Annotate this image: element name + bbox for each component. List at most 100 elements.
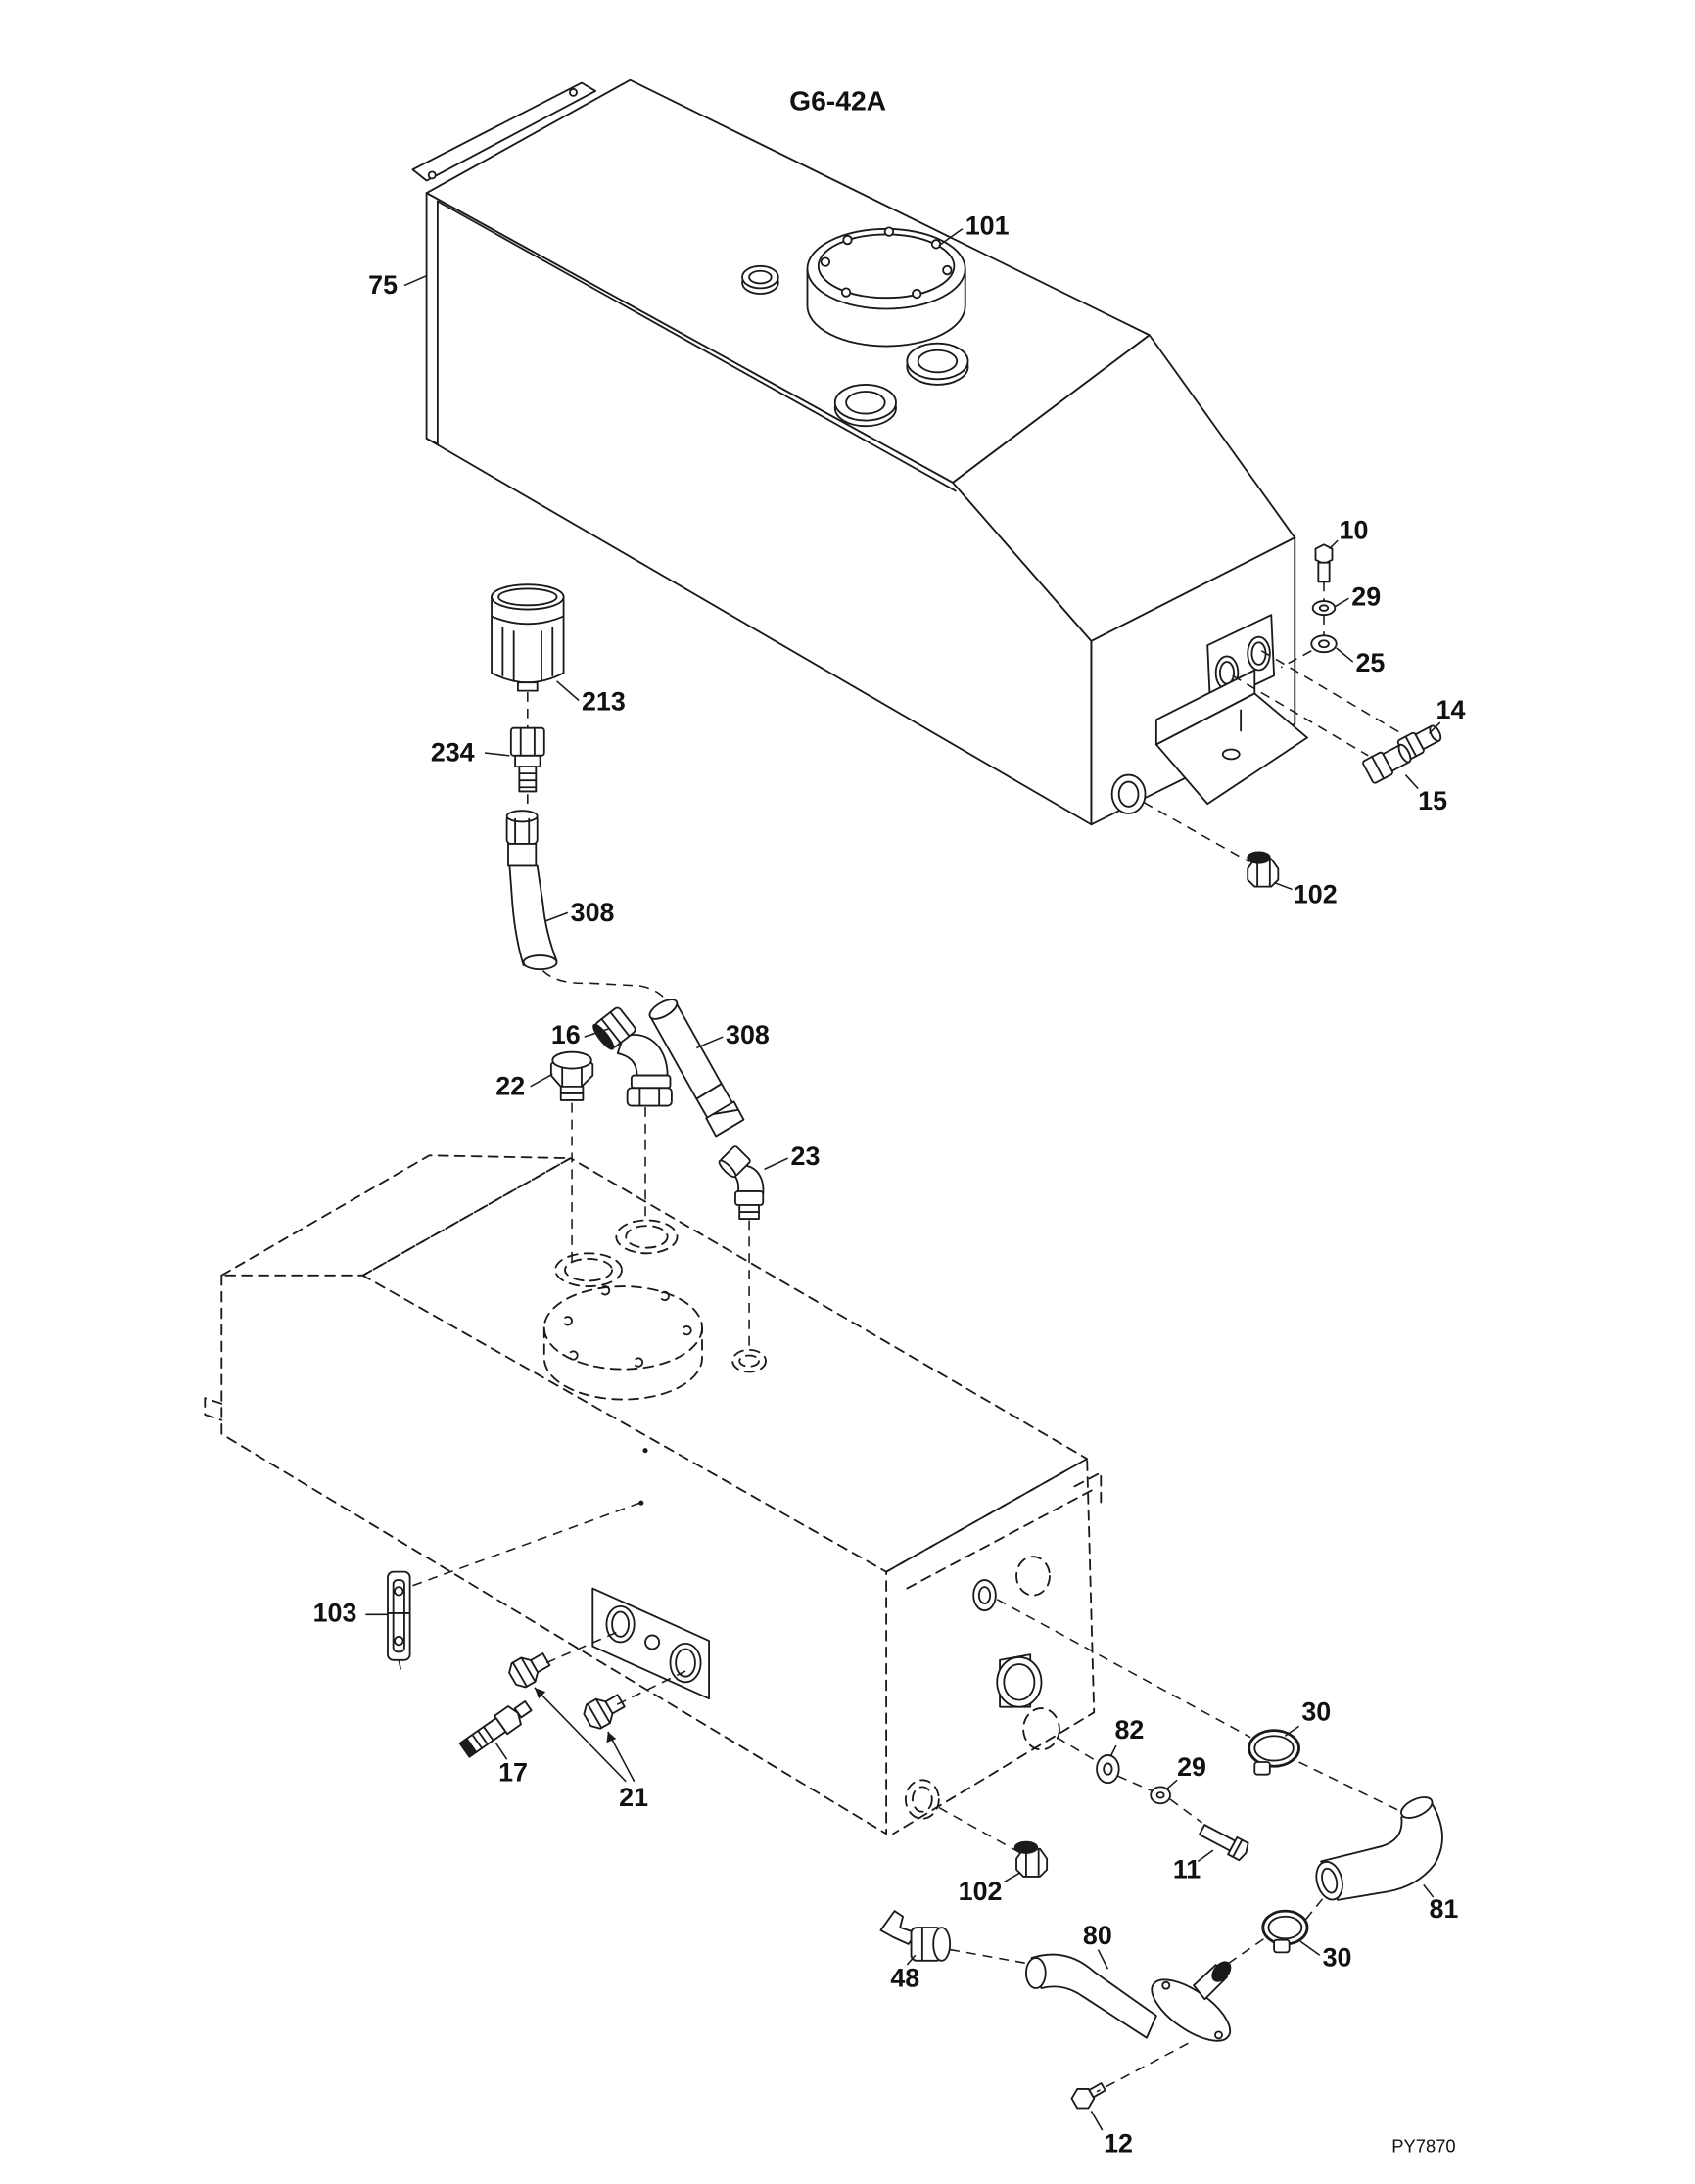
washer-29-lower	[1150, 1786, 1171, 1805]
fitting-dashed-guides	[571, 1102, 750, 1352]
lower-top-ports	[554, 1219, 767, 1373]
callout-label: 29	[1351, 581, 1381, 611]
tube-80	[1025, 1953, 1232, 2042]
callout-308-upper: 308	[544, 898, 615, 927]
upper-mounting-bracket	[1154, 669, 1308, 806]
lower-dashed-guides	[398, 1599, 1402, 2093]
filler-cap	[806, 226, 966, 348]
callout-17: 17	[494, 1742, 528, 1788]
callout-label: 80	[1083, 1921, 1112, 1950]
elbow-16	[592, 1006, 673, 1107]
lower-tank-marks	[412, 1448, 648, 1587]
washer-82	[1096, 1754, 1120, 1785]
callout-label: 11	[1173, 1854, 1201, 1883]
upper-port-small	[741, 264, 779, 295]
callout-213: 213	[556, 680, 626, 716]
callout-101: 101	[938, 210, 1010, 247]
callout-22: 22	[495, 1071, 553, 1100]
plug-102-upper	[1247, 851, 1280, 888]
callout-label: 23	[791, 1141, 821, 1171]
lower-filler-cap	[542, 1285, 703, 1401]
callout-82: 82	[1109, 1715, 1144, 1757]
drawing-number: PY7870	[1391, 2136, 1455, 2157]
elbow-23	[718, 1145, 765, 1220]
callout-label: 17	[498, 1758, 528, 1788]
upper-port-large-a	[906, 342, 969, 386]
fitting-21-upper	[508, 1652, 551, 1689]
callout-label: 102	[1294, 880, 1338, 909]
callout-103: 103	[313, 1598, 388, 1627]
callout-label: 75	[368, 270, 398, 300]
end-face-ports	[904, 1556, 1060, 1820]
fitting-234	[509, 726, 545, 793]
callout-29-lower: 29	[1165, 1752, 1206, 1790]
lower-tank	[204, 1154, 1103, 1835]
callout-21: 21	[534, 1687, 648, 1812]
hose-308-upper	[505, 810, 558, 971]
clamp-30-lower	[1261, 1909, 1309, 1954]
clamp-30-upper	[1248, 1729, 1300, 1776]
plug-22	[549, 1050, 594, 1101]
callout-81: 81	[1423, 1883, 1458, 1924]
hose-308-lower	[648, 999, 745, 1138]
upper-drain-port	[1110, 773, 1147, 814]
callout-label: 15	[1418, 786, 1447, 815]
drain-valve-48	[879, 1910, 952, 1962]
callout-label: 234	[431, 738, 475, 767]
callout-label: 102	[959, 1877, 1003, 1906]
callout-label: 82	[1114, 1715, 1144, 1744]
callout-label: 213	[582, 686, 626, 716]
callout-29-upper: 29	[1334, 581, 1381, 611]
callout-label: 30	[1323, 1943, 1352, 1973]
callout-label: 48	[890, 1964, 919, 1993]
callout-234: 234	[431, 738, 510, 767]
callout-label: 30	[1301, 1697, 1331, 1727]
callout-16: 16	[551, 1020, 610, 1049]
bracket-103	[387, 1570, 411, 1661]
callout-label: 14	[1436, 695, 1466, 724]
callout-25: 25	[1336, 647, 1386, 677]
callout-75: 75	[368, 270, 427, 300]
callout-48: 48	[890, 1954, 919, 1993]
callout-label: 16	[551, 1020, 581, 1049]
callout-102-lower: 102	[959, 1872, 1021, 1906]
hose-81	[1315, 1796, 1443, 1901]
callout-30-lower: 30	[1299, 1940, 1352, 1973]
callout-label: 29	[1177, 1752, 1206, 1782]
callout-label: 308	[726, 1020, 770, 1049]
callout-80: 80	[1083, 1921, 1112, 1970]
callout-label: 25	[1356, 648, 1386, 677]
bolt-12	[1070, 2082, 1106, 2110]
callout-30-upper: 30	[1284, 1697, 1331, 1737]
diagram-title: G6-42A	[789, 85, 886, 116]
plug-102-lower	[1013, 1840, 1049, 1878]
callout-label: 22	[495, 1071, 525, 1100]
callout-23: 23	[764, 1141, 821, 1171]
callout-11: 11	[1173, 1849, 1214, 1883]
callout-label: 308	[571, 898, 615, 927]
callout-15: 15	[1404, 774, 1447, 815]
callout-10: 10	[1329, 516, 1369, 550]
callout-label: 103	[313, 1598, 357, 1627]
fitting-15	[1362, 743, 1412, 784]
bolt-11	[1198, 1824, 1249, 1862]
callout-label: 101	[965, 210, 1010, 240]
callout-label: 81	[1429, 1894, 1458, 1924]
fitting-17	[458, 1700, 533, 1758]
callout-label: 21	[619, 1783, 648, 1812]
lower-port-pad	[591, 1587, 710, 1700]
callout-14: 14	[1428, 695, 1466, 734]
filter-213	[491, 583, 565, 692]
washer-29-upper	[1311, 600, 1337, 617]
callout-12: 12	[1090, 2110, 1133, 2159]
bolt-10	[1314, 543, 1334, 583]
callout-label: 10	[1340, 516, 1369, 545]
upper-tank	[411, 78, 1296, 826]
washer-25	[1310, 634, 1338, 654]
callout-label: 12	[1104, 2129, 1133, 2159]
upper-dashed-guides	[1143, 581, 1402, 862]
callout-102-upper: 102	[1273, 880, 1338, 909]
hose-route-guide	[541, 969, 672, 1007]
upper-port-large-b	[833, 384, 897, 428]
